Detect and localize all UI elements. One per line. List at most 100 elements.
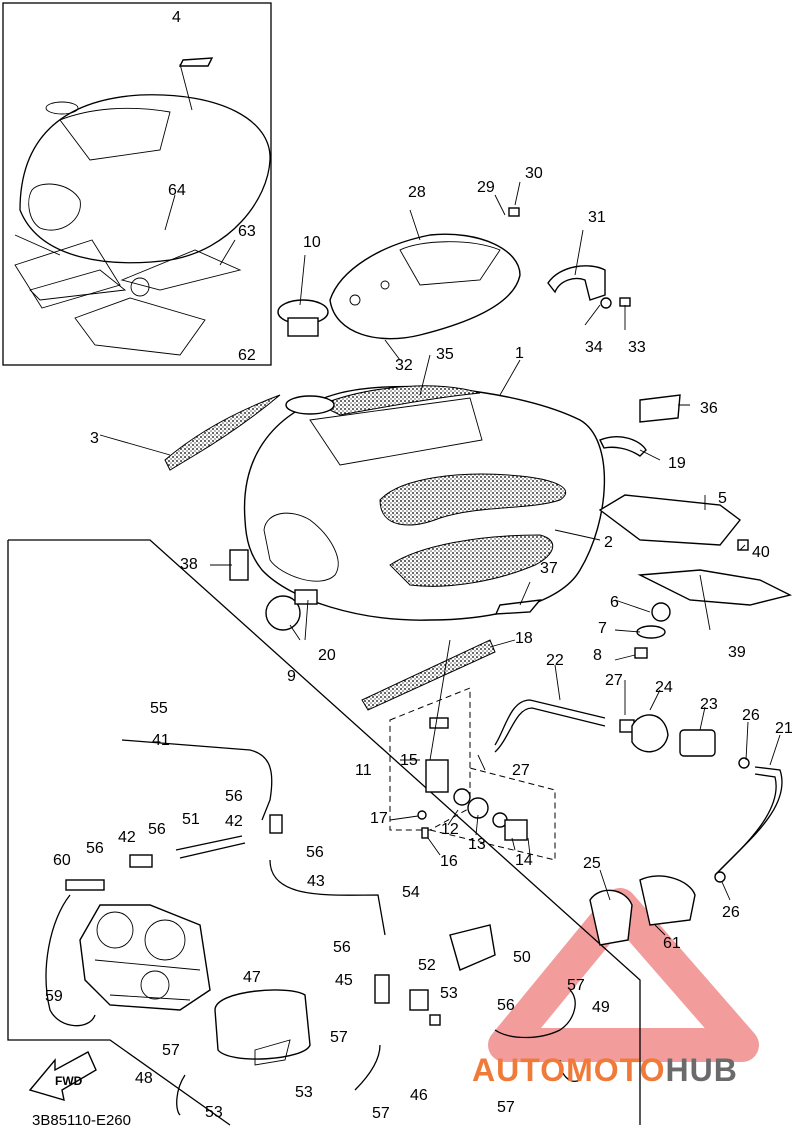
vacuum-hoses	[45, 739, 581, 1116]
callout-47: 48	[135, 1070, 153, 1087]
fwd-label: FWD	[55, 1074, 83, 1088]
fwd-arrow: FWD	[28, 1051, 97, 1101]
watermark-part1: AUTOMOTO	[472, 1052, 666, 1088]
callout-1: 1	[515, 345, 524, 362]
callout-23: 23	[700, 696, 718, 713]
callout-37: 37	[540, 560, 558, 577]
callout-labels: 4 64 63 62 28 29 30 31 10 32 34 33 35 1 …	[45, 9, 793, 1122]
part-18-strip	[361, 639, 496, 711]
callout-50: 51	[182, 811, 200, 828]
callout-33: 33	[628, 339, 646, 356]
fuel-tank	[243, 385, 606, 621]
part-49-valve	[374, 924, 496, 1026]
callout-15: 15	[400, 752, 418, 769]
callout-29: 29	[477, 179, 495, 196]
callout-61: 62	[238, 347, 256, 364]
callout-21: 21	[775, 720, 793, 737]
callout-36: 36	[700, 400, 718, 417]
callout-13: 13	[468, 836, 486, 853]
callout-11: 11	[355, 762, 372, 779]
callout-12: 12	[441, 821, 459, 838]
part-37-pad	[494, 599, 542, 615]
callout-42b: 42	[118, 829, 136, 846]
callout-56a: 56	[225, 788, 243, 805]
watermark-part2: HUB	[665, 1052, 738, 1088]
left-tank-parts	[229, 549, 318, 631]
callout-10: 10	[303, 234, 321, 251]
callout-57e: 57	[372, 1105, 390, 1122]
fuel-hoses	[494, 699, 783, 946]
inset-tank-pads	[2, 2, 272, 366]
callout-27: 27	[605, 672, 623, 689]
callout-30: 30	[525, 165, 543, 182]
callout-56f: 56	[497, 997, 515, 1014]
callout-14: 14	[515, 852, 533, 869]
callout-26: 26	[742, 707, 760, 724]
callout-18: 18	[515, 630, 533, 647]
callout-16: 16	[440, 853, 458, 870]
callout-26b: 26	[722, 904, 740, 921]
callout-62: 63	[238, 223, 256, 240]
callout-57a: 57	[567, 977, 585, 994]
callout-28: 28	[408, 184, 426, 201]
callout-8: 8	[593, 647, 602, 664]
callout-43: 43	[307, 873, 325, 890]
callout-19: 19	[668, 455, 686, 472]
callout-57b: 57	[330, 1029, 348, 1046]
callout-54: 54	[402, 884, 420, 901]
callout-57c: 57	[162, 1042, 180, 1059]
callout-17: 17	[370, 810, 388, 827]
callout-3: 3	[90, 430, 99, 447]
callout-42a: 42	[225, 813, 243, 830]
callout-32: 32	[395, 357, 413, 374]
callout-25: 25	[583, 855, 601, 872]
watermark-text: AUTOMOTOHUB	[472, 1052, 738, 1089]
carburetor-assembly	[79, 904, 211, 1011]
callout-53b: 53	[205, 1104, 223, 1121]
callout-46: 47	[243, 969, 261, 986]
callout-6: 6	[610, 594, 619, 611]
callout-60: 61	[663, 935, 681, 952]
callout-34: 34	[585, 339, 603, 356]
callout-57d: 57	[497, 1099, 515, 1116]
callout-38: 38	[180, 556, 198, 573]
callout-31: 31	[588, 209, 606, 226]
watermark-logo	[488, 888, 759, 1062]
fuel-cock-assembly	[389, 687, 556, 861]
callout-27b: 27	[512, 762, 530, 779]
callout-56e: 56	[333, 939, 351, 956]
leader-lines	[99, 181, 781, 936]
callout-53a: 53	[295, 1084, 313, 1101]
callout-56b: 56	[148, 821, 166, 838]
callout-41: 41	[152, 732, 170, 749]
callout-56c: 56	[86, 840, 104, 857]
callout-9: 9	[287, 668, 296, 685]
diagram-code: 3B85110-E260	[32, 1112, 131, 1129]
callout-52: 53	[440, 985, 458, 1002]
callout-4: 4	[172, 9, 181, 26]
callout-59: 60	[53, 852, 71, 869]
callout-22: 22	[546, 652, 564, 669]
callout-56d: 56	[306, 844, 324, 861]
callout-55: 55	[150, 700, 168, 717]
callout-5: 5	[718, 490, 727, 507]
callout-2: 2	[604, 534, 613, 551]
callout-20: 20	[318, 647, 336, 664]
part-10-fuel-cap	[277, 299, 329, 337]
part-28-tank-cover	[329, 233, 521, 340]
callout-7: 7	[598, 620, 607, 637]
callout-63: 64	[168, 182, 186, 199]
callout-44: 45	[335, 972, 353, 989]
callout-45: 46	[410, 1087, 428, 1104]
callout-48: 49	[592, 999, 610, 1016]
callout-51: 52	[418, 957, 436, 974]
carburetor-region-border	[7, 539, 641, 1126]
callout-39: 39	[728, 644, 746, 661]
callout-40: 40	[752, 544, 770, 561]
part-3-emblem	[164, 394, 281, 471]
callout-58: 59	[45, 988, 63, 1005]
callout-49: 50	[513, 949, 531, 966]
callout-24: 24	[655, 679, 673, 696]
callout-35: 35	[436, 346, 454, 363]
